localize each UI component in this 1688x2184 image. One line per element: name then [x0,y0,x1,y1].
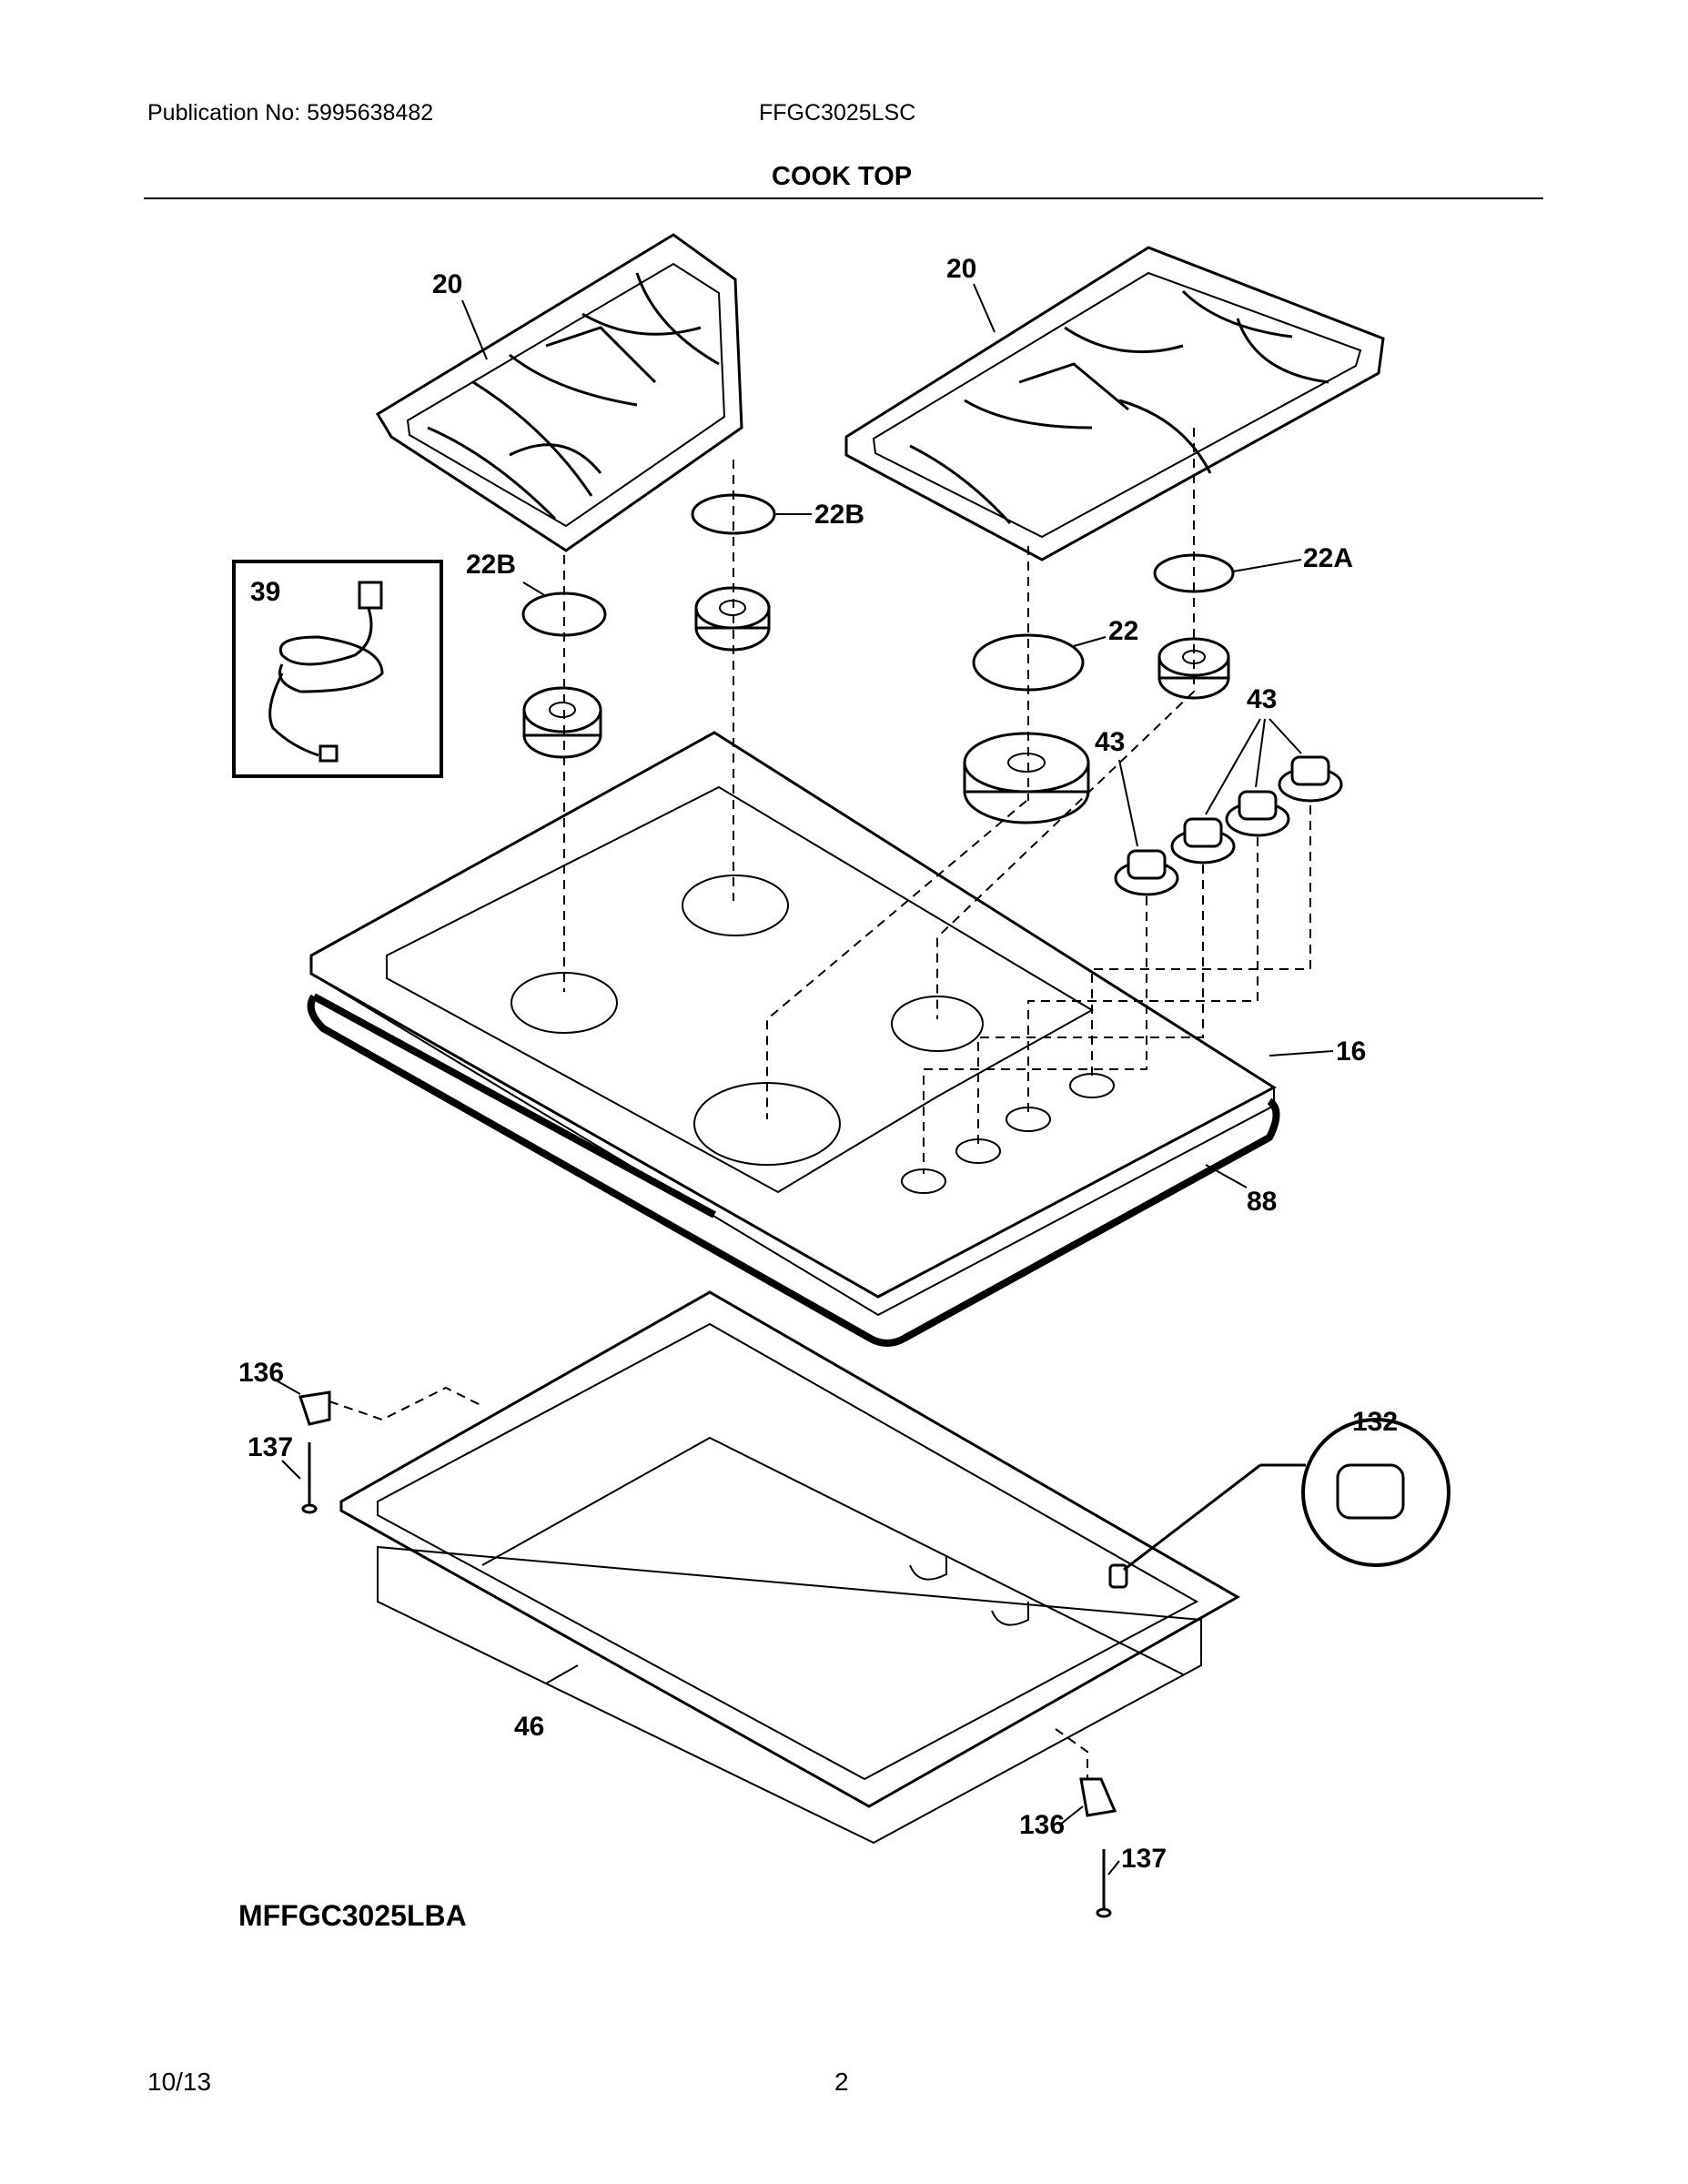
model-number: FFGC3025LSC [759,100,916,126]
callout-knob-left: 43 [1095,727,1125,757]
knob-2 [1170,817,1236,864]
knob-4 [1278,755,1343,803]
callout-knob-group: 43 [1247,684,1277,714]
grate-right [844,246,1385,561]
cooktop-panel [309,731,1277,1317]
callout-gasket: 88 [1247,1187,1277,1217]
callout-bracket-right: 136 [1019,1810,1065,1840]
burner-cap-22b-left [521,592,607,637]
callout-bracket-left: 136 [238,1358,284,1388]
diagram-model-label: MFFGC3025LBA [238,1899,467,1932]
grate-left [375,233,743,552]
callout-spark-module: 132 [1352,1407,1398,1437]
header-rule [144,197,1543,199]
footer-page-number: 2 [834,2068,849,2096]
section-title: COOK TOP [772,162,913,191]
callout-cooktop: 16 [1336,1036,1366,1067]
callout-screw-right: 137 [1121,1844,1167,1874]
publication-number: Publication No: 5995638482 [147,100,434,126]
callout-grate-left: 20 [432,269,462,299]
knob-1 [1114,849,1179,896]
callout-burner-box: 46 [514,1712,544,1742]
gasket [307,993,1280,1347]
bracket-right [1079,1777,1117,1817]
callout-power-cord: 39 [250,577,280,607]
knob-3 [1225,790,1290,837]
callout-grate-right: 20 [946,254,976,284]
callout-cap-22b-top: 22B [814,500,864,530]
callout-screw-left: 137 [248,1432,293,1462]
power-cord-box [232,560,443,778]
callout-cap-22b-left: 22B [466,550,516,580]
bracket-left [298,1390,331,1426]
callout-cap-22a: 22A [1303,543,1353,573]
burner-box [339,1290,1241,1845]
burner-head-large [963,732,1090,824]
spark-module-part [1336,1463,1405,1520]
footer-date: 10/13 [147,2068,212,2096]
callout-cap-22: 22 [1108,616,1138,646]
burner-head-left [522,686,602,759]
